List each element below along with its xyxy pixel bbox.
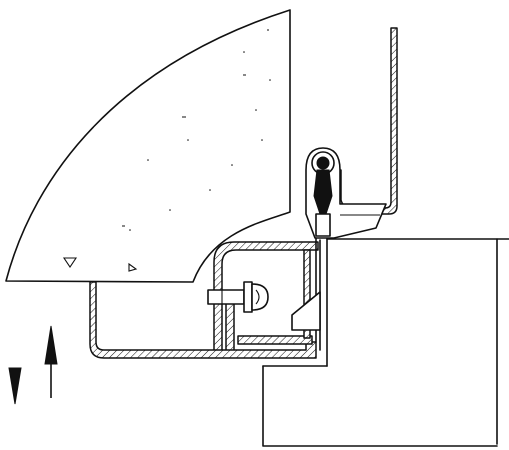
- up-arrow-icon: [44, 325, 58, 398]
- door-skin: [334, 27, 398, 215]
- concrete-block: [5, 9, 291, 283]
- frame-body: [262, 238, 509, 447]
- down-arrow-icon: [8, 367, 22, 405]
- bottom-channel: [89, 281, 317, 359]
- up-and-down-arrows-icon: [8, 325, 58, 405]
- frame-post: [291, 237, 321, 351]
- bolt-assembly: [207, 281, 269, 313]
- concrete-stipple: [62, 29, 271, 272]
- rubber-seal: [305, 147, 387, 239]
